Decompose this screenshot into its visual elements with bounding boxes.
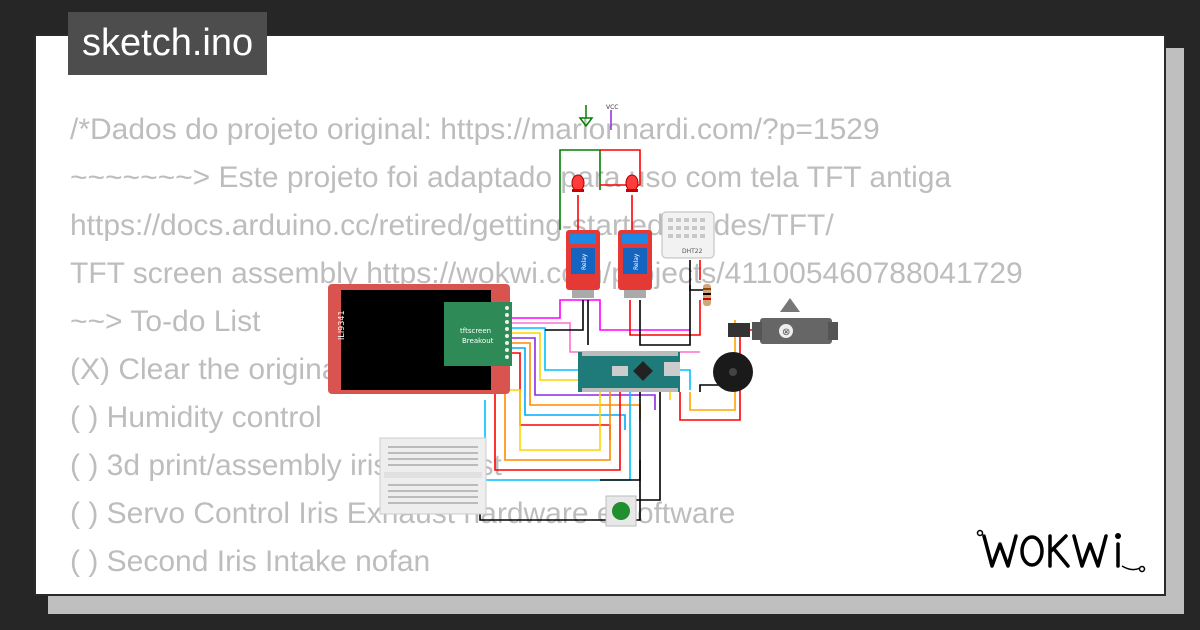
ground-symbol (578, 105, 594, 128)
dht22-sensor[interactable]: DHT22 (661, 211, 715, 259)
code-line: ~~~~~~~> Este projeto foi adaptado para … (70, 161, 952, 194)
tft-breakout-board[interactable]: tftscreen Breakout (444, 302, 512, 366)
svg-text:Relay: Relay (633, 253, 640, 270)
mini-breadboard[interactable] (379, 437, 487, 515)
code-line: (X) Completed (70, 586, 1140, 594)
resistor[interactable] (703, 284, 711, 306)
code-line: TFT screen assembly https://wokwi.com/pr… (70, 257, 1023, 290)
arduino-nano[interactable] (578, 352, 680, 392)
push-button[interactable] (605, 495, 637, 527)
wokwi-logo-icon (976, 529, 1146, 573)
servo-motor[interactable]: ⊗ (728, 298, 838, 344)
code-line: ( ) Humidity control (70, 401, 322, 434)
code-line: /*Dados do projeto original: https://mar… (70, 113, 880, 146)
svg-text:tftscreen: tftscreen (460, 327, 491, 335)
file-name-tab[interactable]: sketch.ino (68, 12, 268, 75)
svg-text:DHT22: DHT22 (682, 248, 703, 255)
svg-text:⊗: ⊗ (782, 327, 790, 338)
led-red-2[interactable] (625, 174, 639, 192)
svg-text:Relay: Relay (581, 253, 588, 270)
relay-module-1[interactable]: Relay (566, 230, 600, 298)
relay-module-2[interactable]: Relay (618, 230, 652, 298)
led-red-1[interactable] (571, 174, 585, 192)
code-preview: /*Dados do projeto original: https://mar… (70, 106, 1140, 594)
wokwi-logo[interactable] (972, 522, 1152, 580)
code-line: ( ) Second Iris Intake nofan (70, 545, 431, 578)
svg-text:ILI9341: ILI9341 (337, 310, 346, 340)
code-line: (X) Clear the original (70, 353, 346, 386)
code-line: ~~> To-do List (70, 305, 261, 338)
buzzer[interactable] (713, 352, 753, 392)
svg-text:VCC: VCC (606, 104, 618, 111)
vcc-symbol: VCC (606, 104, 618, 130)
svg-text:Breakout: Breakout (462, 337, 494, 345)
